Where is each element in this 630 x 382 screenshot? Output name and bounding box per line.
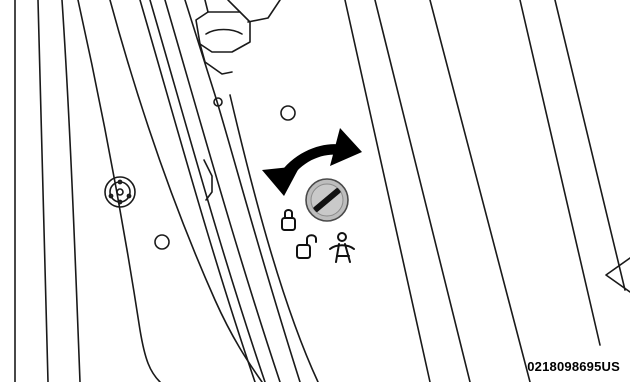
latch-bracket: [228, 0, 240, 12]
padlock-closed-icon: [282, 210, 295, 230]
door-edge: [430, 0, 530, 382]
latch-bracket: [206, 30, 242, 35]
door-seal: [150, 0, 265, 382]
child-lock-knob[interactable]: [306, 179, 348, 221]
padlock-open-icon: [297, 235, 316, 258]
body-outline: [110, 0, 262, 382]
pillar-screw: [117, 189, 123, 195]
body-outline: [78, 0, 160, 382]
door-hole: [281, 106, 295, 120]
child-figure-icon: [330, 233, 354, 262]
figure-code: 0218098695US: [527, 359, 620, 374]
door-seal: [165, 0, 280, 382]
door-edge: [375, 0, 470, 382]
pillar-screw: [110, 182, 130, 202]
latch-bracket: [205, 0, 208, 12]
door-seal: [140, 0, 255, 382]
body-outline: [38, 0, 48, 382]
body-outline: [62, 0, 80, 382]
door-edge: [520, 0, 600, 345]
door-edge: [555, 0, 625, 290]
door-edge: [345, 0, 430, 382]
pillar-hole: [155, 235, 169, 249]
door-edge: [230, 95, 318, 382]
latch-bracket: [200, 44, 232, 74]
latch-bracket: [196, 12, 250, 52]
latch-bracket: [248, 0, 280, 22]
